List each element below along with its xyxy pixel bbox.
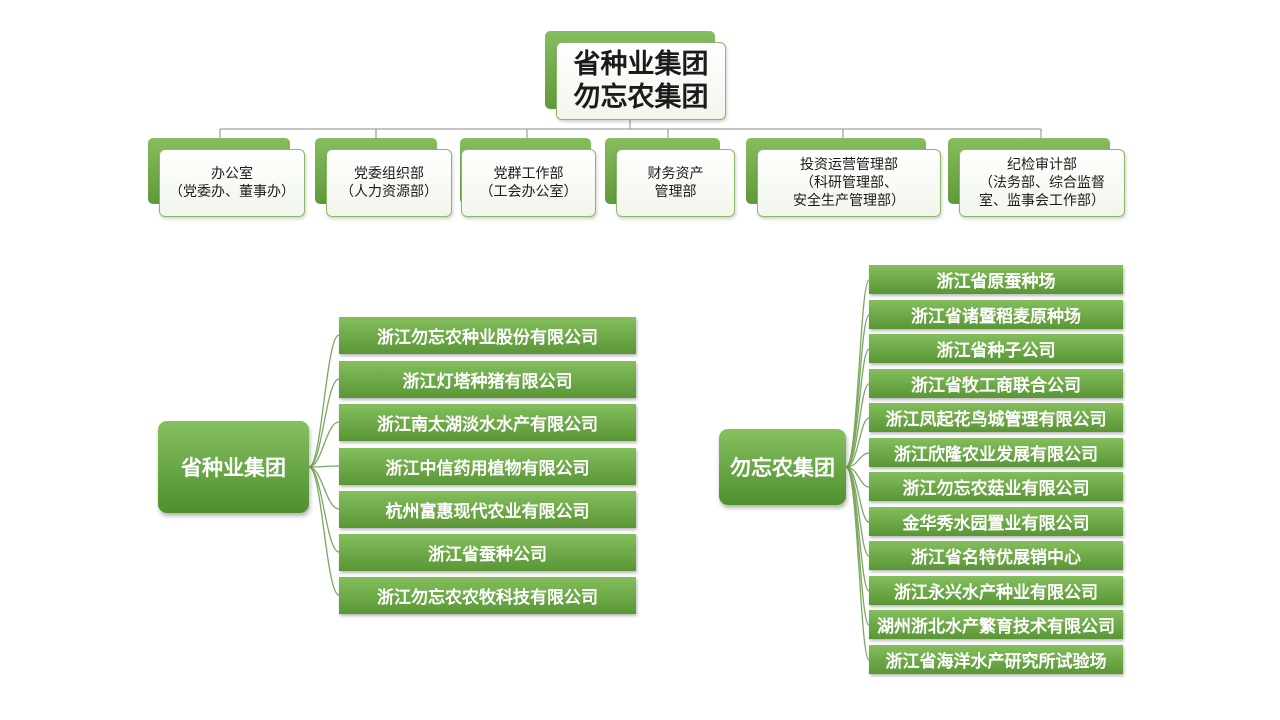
left-company-item[interactable]: 杭州富惠现代农业有限公司 [339, 491, 636, 528]
right-company-item[interactable]: 浙江欣隆农业发展有限公司 [869, 438, 1123, 467]
department-label-line: （法务部、综合监督 [979, 175, 1105, 191]
department-label-line: 安全生产管理部） [793, 193, 905, 209]
department-label-line: （科研管理部、 [800, 175, 898, 191]
department-node[interactable]: 党群工作部 （工会办公室） [461, 149, 596, 217]
right-company-item[interactable]: 浙江省牧工商联合公司 [869, 369, 1123, 398]
left-company-item[interactable]: 浙江灯塔种猪有限公司 [339, 361, 636, 398]
left-company-item[interactable]: 浙江勿忘农种业股份有限公司 [339, 317, 636, 354]
department-label-line: （工会办公室） [479, 184, 578, 200]
right-company-item[interactable]: 浙江省种子公司 [869, 334, 1123, 363]
department-node[interactable]: 党委组织部 （人力资源部） [326, 149, 452, 217]
department-label-line: （人力资源部） [340, 184, 438, 200]
right-group-node[interactable]: 勿忘农集团 [719, 429, 846, 505]
right-company-item[interactable]: 浙江省诸暨稻麦原种场 [869, 300, 1123, 329]
root-node[interactable]: 省种业集团 勿忘农集团 [556, 42, 726, 120]
department-label-line: 管理部 [654, 184, 697, 200]
left-company-item[interactable]: 浙江中信药用植物有限公司 [339, 448, 636, 485]
department-label-line: 党群工作部 [493, 166, 564, 182]
department-node[interactable]: 纪检审计部 （法务部、综合监督室、监事会工作部） [959, 149, 1125, 217]
right-company-item[interactable]: 浙江永兴水产种业有限公司 [869, 576, 1123, 605]
right-company-item[interactable]: 浙江省海洋水产研究所试验场 [869, 645, 1123, 674]
root-line-1: 省种业集团 [573, 49, 709, 80]
right-company-item[interactable]: 金华秀水园置业有限公司 [869, 507, 1123, 536]
department-node[interactable]: 财务资产管理部 [616, 149, 735, 217]
right-company-item[interactable]: 湖州浙北水产繁育技术有限公司 [869, 610, 1123, 639]
department-label-line: 党委组织部 [354, 166, 424, 182]
right-company-item[interactable]: 浙江凤起花鸟城管理有限公司 [869, 403, 1123, 432]
left-group-node[interactable]: 省种业集团 [158, 421, 309, 513]
department-node[interactable]: 投资运营管理部 （科研管理部、安全生产管理部） [757, 149, 941, 217]
department-label-line: 财务资产 [647, 166, 704, 182]
department-label-line: 投资运营管理部 [800, 157, 898, 173]
right-company-item[interactable]: 浙江省名特优展销中心 [869, 541, 1123, 570]
left-company-item[interactable]: 浙江省蚕种公司 [339, 534, 636, 571]
department-node[interactable]: 办公室 （党委办、董事办） [159, 149, 305, 217]
right-company-item[interactable]: 浙江勿忘农菇业有限公司 [869, 472, 1123, 501]
department-label-line: （党委办、董事办） [169, 184, 295, 200]
left-company-item[interactable]: 浙江南太湖淡水水产有限公司 [339, 404, 636, 441]
left-company-item[interactable]: 浙江勿忘农农牧科技有限公司 [339, 577, 636, 614]
department-label-line: 室、监事会工作部） [979, 193, 1105, 209]
root-line-2: 勿忘农集团 [573, 82, 709, 113]
department-label-line: 纪检审计部 [1007, 157, 1077, 173]
department-label-line: 办公室 [211, 166, 253, 182]
right-company-item[interactable]: 浙江省原蚕种场 [869, 265, 1123, 294]
